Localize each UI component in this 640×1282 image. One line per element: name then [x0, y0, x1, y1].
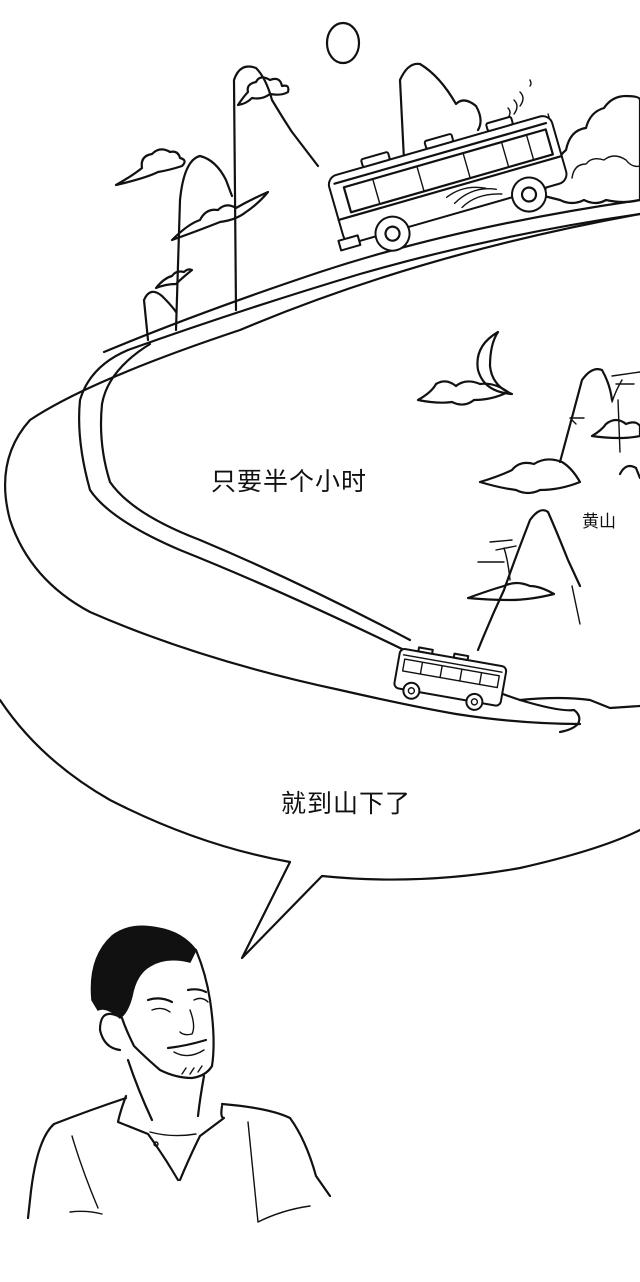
cloud-icon [590, 418, 640, 440]
speech-bubble [0, 212, 640, 960]
mountain-huangshan-right [618, 464, 640, 480]
mountain-lower [476, 509, 582, 652]
pine-tree [477, 539, 517, 581]
mountain-right [398, 62, 482, 162]
face [120, 948, 215, 1080]
place-label-huangshan: 黄山 [582, 512, 616, 532]
bubble-outline [0, 698, 640, 960]
cloud-icon [466, 581, 556, 602]
cloud-icon [114, 148, 186, 187]
mountain-mid-left [174, 154, 234, 332]
cloud-icon [478, 458, 582, 495]
road-edge-outer [4, 212, 640, 726]
road-edge-upper-inner [126, 212, 640, 352]
cloud-icon [416, 380, 510, 406]
sun-icon [325, 21, 361, 65]
cloud-icon [154, 268, 194, 290]
shirt-collar [116, 1094, 226, 1182]
huangshan-scene [393, 330, 640, 711]
character-smiling-man [26, 925, 332, 1223]
ear [98, 1012, 122, 1052]
road-edge-upper [102, 198, 640, 354]
road-edge-inner2 [99, 342, 412, 642]
speech-text-line1: 只要半个小时 [211, 467, 368, 496]
road-end-curl [518, 698, 581, 734]
dust-cloud [571, 155, 640, 179]
mountain-left [232, 65, 320, 312]
top-scene [102, 21, 640, 354]
speech-text-line2: 就到山下了 [281, 789, 412, 818]
cloud-icon [236, 76, 290, 107]
crescent-moon-icon [476, 330, 514, 396]
cloud-icon [170, 190, 270, 242]
hair [90, 925, 197, 1019]
tour-bus-large [327, 115, 568, 252]
shirt [26, 1096, 128, 1220]
mountain-huangshan [558, 368, 614, 464]
tour-bus-small [393, 646, 508, 711]
mountain-far-left [142, 290, 178, 342]
pine-tree [569, 371, 640, 425]
